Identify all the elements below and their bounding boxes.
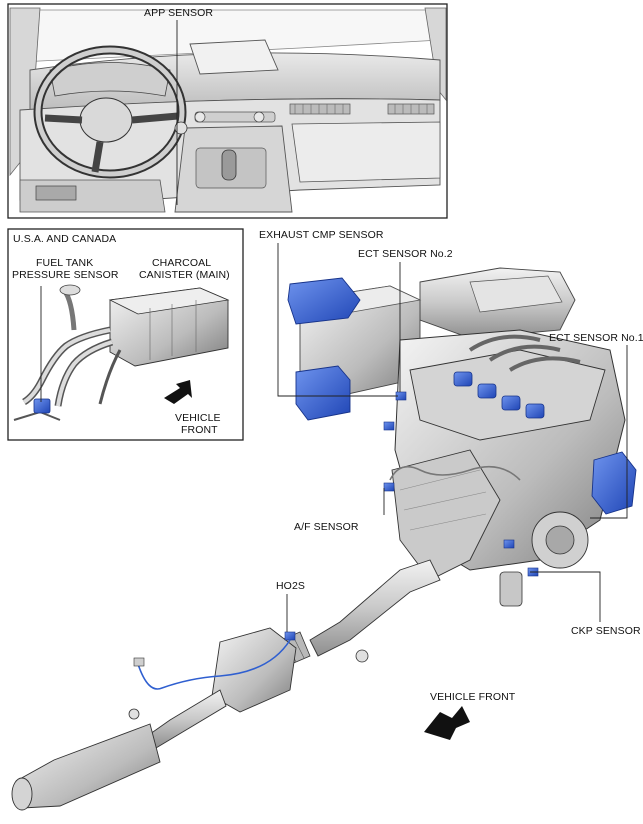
vehicle-front-arrow (424, 706, 470, 740)
af-sensor-label: A/F SENSOR (294, 521, 359, 533)
leader-lines (277, 243, 628, 632)
exhaust-cmp-sensor-label: EXHAUST CMP SENSOR (259, 229, 384, 241)
vehicle-front-inset-label-line1: VEHICLE (175, 412, 221, 424)
ect-sensor-no2-label: ECT SENSOR No.2 (358, 248, 453, 260)
interior-panel (7, 3, 448, 219)
ect-sensor-no1-label: ECT SENSOR No.1 (549, 332, 643, 344)
vehicle-front-inset-label-line2: FRONT (181, 424, 218, 436)
vehicle-front-label: VEHICLE FRONT (430, 691, 516, 703)
ckp-sensor-label: CKP SENSOR (571, 625, 641, 637)
exhaust-system (11, 559, 441, 811)
evap-inset-panel (7, 228, 244, 441)
region-label: U.S.A. AND CANADA (13, 233, 117, 245)
fuel-tank-pressure-label-line2: PRESSURE SENSOR (12, 269, 119, 281)
fuel-tank-pressure-label-line1: FUEL TANK (36, 257, 94, 269)
ho2s-label: HO2S (276, 580, 305, 592)
charcoal-canister-label-line1: CHARCOAL (152, 257, 212, 269)
engine-assembly (287, 267, 637, 607)
charcoal-canister-label-line2: CANISTER (MAIN) (139, 269, 230, 281)
app-sensor-label: APP SENSOR (144, 7, 214, 19)
